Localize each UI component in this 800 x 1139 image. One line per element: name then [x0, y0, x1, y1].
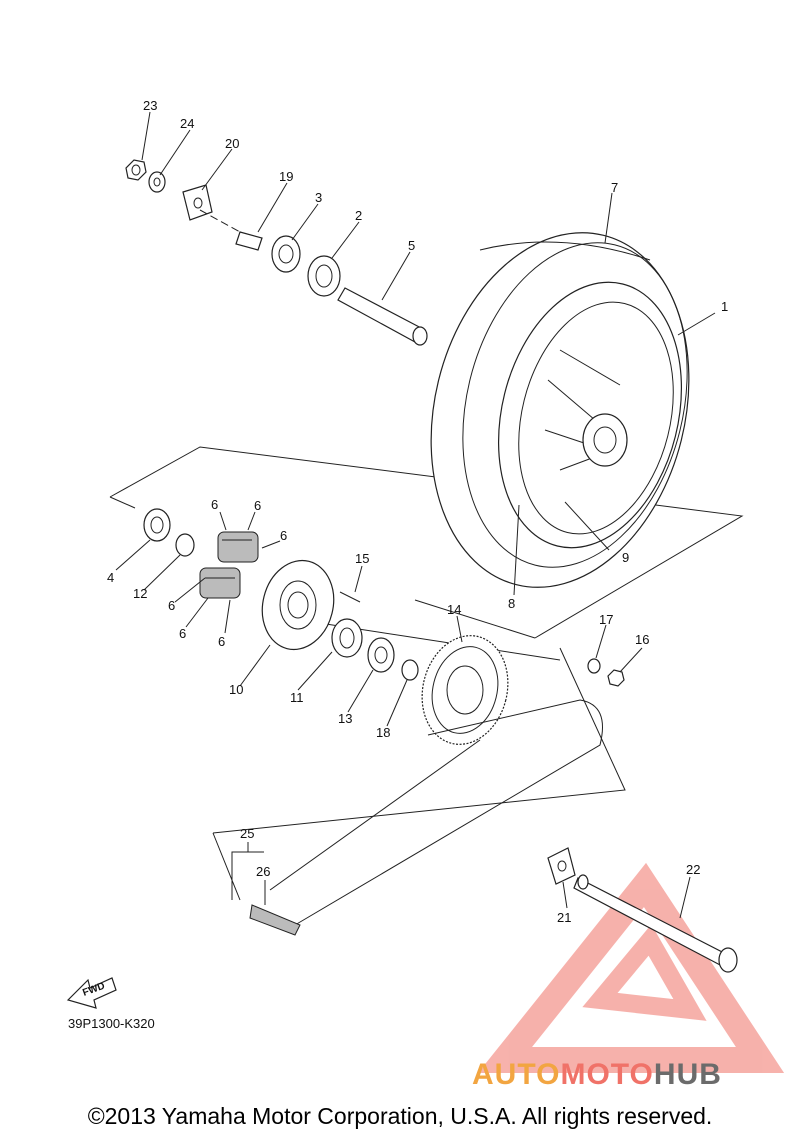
callout-7: 7	[611, 180, 618, 195]
nut-23	[125, 159, 147, 181]
washer-24	[148, 171, 166, 193]
collar-18	[401, 659, 419, 681]
watermark-part-hub: HUB	[653, 1058, 722, 1091]
axis-line	[199, 209, 241, 233]
callout-21: 21	[557, 910, 571, 925]
bearing-11	[331, 618, 363, 658]
damper-set-6	[199, 531, 259, 599]
callout-5: 5	[408, 238, 415, 253]
sprocket-14	[421, 635, 509, 745]
callout-8: 8	[508, 596, 515, 611]
callout-15: 15	[355, 551, 369, 566]
callout-23: 23	[143, 98, 157, 113]
callout-12: 12	[133, 586, 147, 601]
callout-6f: 6	[218, 634, 225, 649]
callout-6b: 6	[254, 498, 261, 513]
wheel-axle-22	[573, 874, 738, 973]
callout-11: 11	[290, 690, 304, 705]
callout-24: 24	[180, 116, 194, 131]
watermark-wordmark: AUTOMOTOHUB	[472, 1058, 722, 1092]
callout-14: 14	[447, 602, 461, 617]
fwd-arrow-icon: FWD	[66, 977, 117, 1009]
callout-20: 20	[225, 136, 239, 151]
oil-seal-13	[367, 637, 395, 673]
wheel-rim	[497, 281, 683, 549]
bearing-4	[143, 508, 171, 542]
callout-1: 1	[721, 299, 728, 314]
callout-16: 16	[635, 632, 649, 647]
clutch-hub-10	[261, 559, 335, 651]
adjuster-block-21	[547, 847, 576, 885]
stud-15	[339, 591, 361, 603]
callout-13: 13	[338, 711, 352, 726]
callout-19: 19	[279, 169, 293, 184]
collar-12	[175, 533, 195, 557]
leader-lines	[115, 111, 716, 919]
callout-4: 4	[107, 570, 114, 585]
callout-6c: 6	[280, 528, 287, 543]
watermark-logo	[477, 862, 785, 1073]
callout-numbers: 1 2 3 4 5 6 6 6 6 6 6 7 8 9 10 11 12 13 …	[107, 98, 728, 925]
callout-6d: 6	[168, 598, 175, 613]
watermark-part-moto: MOTO	[560, 1058, 654, 1091]
callout-10: 10	[229, 682, 243, 697]
copyright-notice: ©2013 Yamaha Motor Corporation, U.S.A. A…	[87, 1103, 713, 1129]
callout-6e: 6	[179, 626, 186, 641]
callout-26: 26	[256, 864, 270, 879]
callout-22: 22	[686, 862, 700, 877]
wheel-collar	[337, 287, 428, 346]
washer-17	[587, 658, 601, 674]
drive-chain-25	[249, 699, 603, 936]
diagram-code: 39P1300-K320	[68, 1016, 155, 1031]
callout-18: 18	[376, 725, 390, 740]
callout-17: 17	[599, 612, 613, 627]
callout-9: 9	[622, 550, 629, 565]
callout-3: 3	[315, 190, 322, 205]
callout-6a: 6	[211, 497, 218, 512]
bearing-2	[307, 255, 341, 297]
nut-16	[607, 669, 625, 687]
callout-25: 25	[240, 826, 254, 841]
callout-2: 2	[355, 208, 362, 223]
collar-19	[235, 231, 263, 251]
adjuster-block-20	[182, 184, 213, 221]
bearing-3	[271, 235, 301, 273]
watermark-part-auto: AUTO	[472, 1058, 561, 1091]
